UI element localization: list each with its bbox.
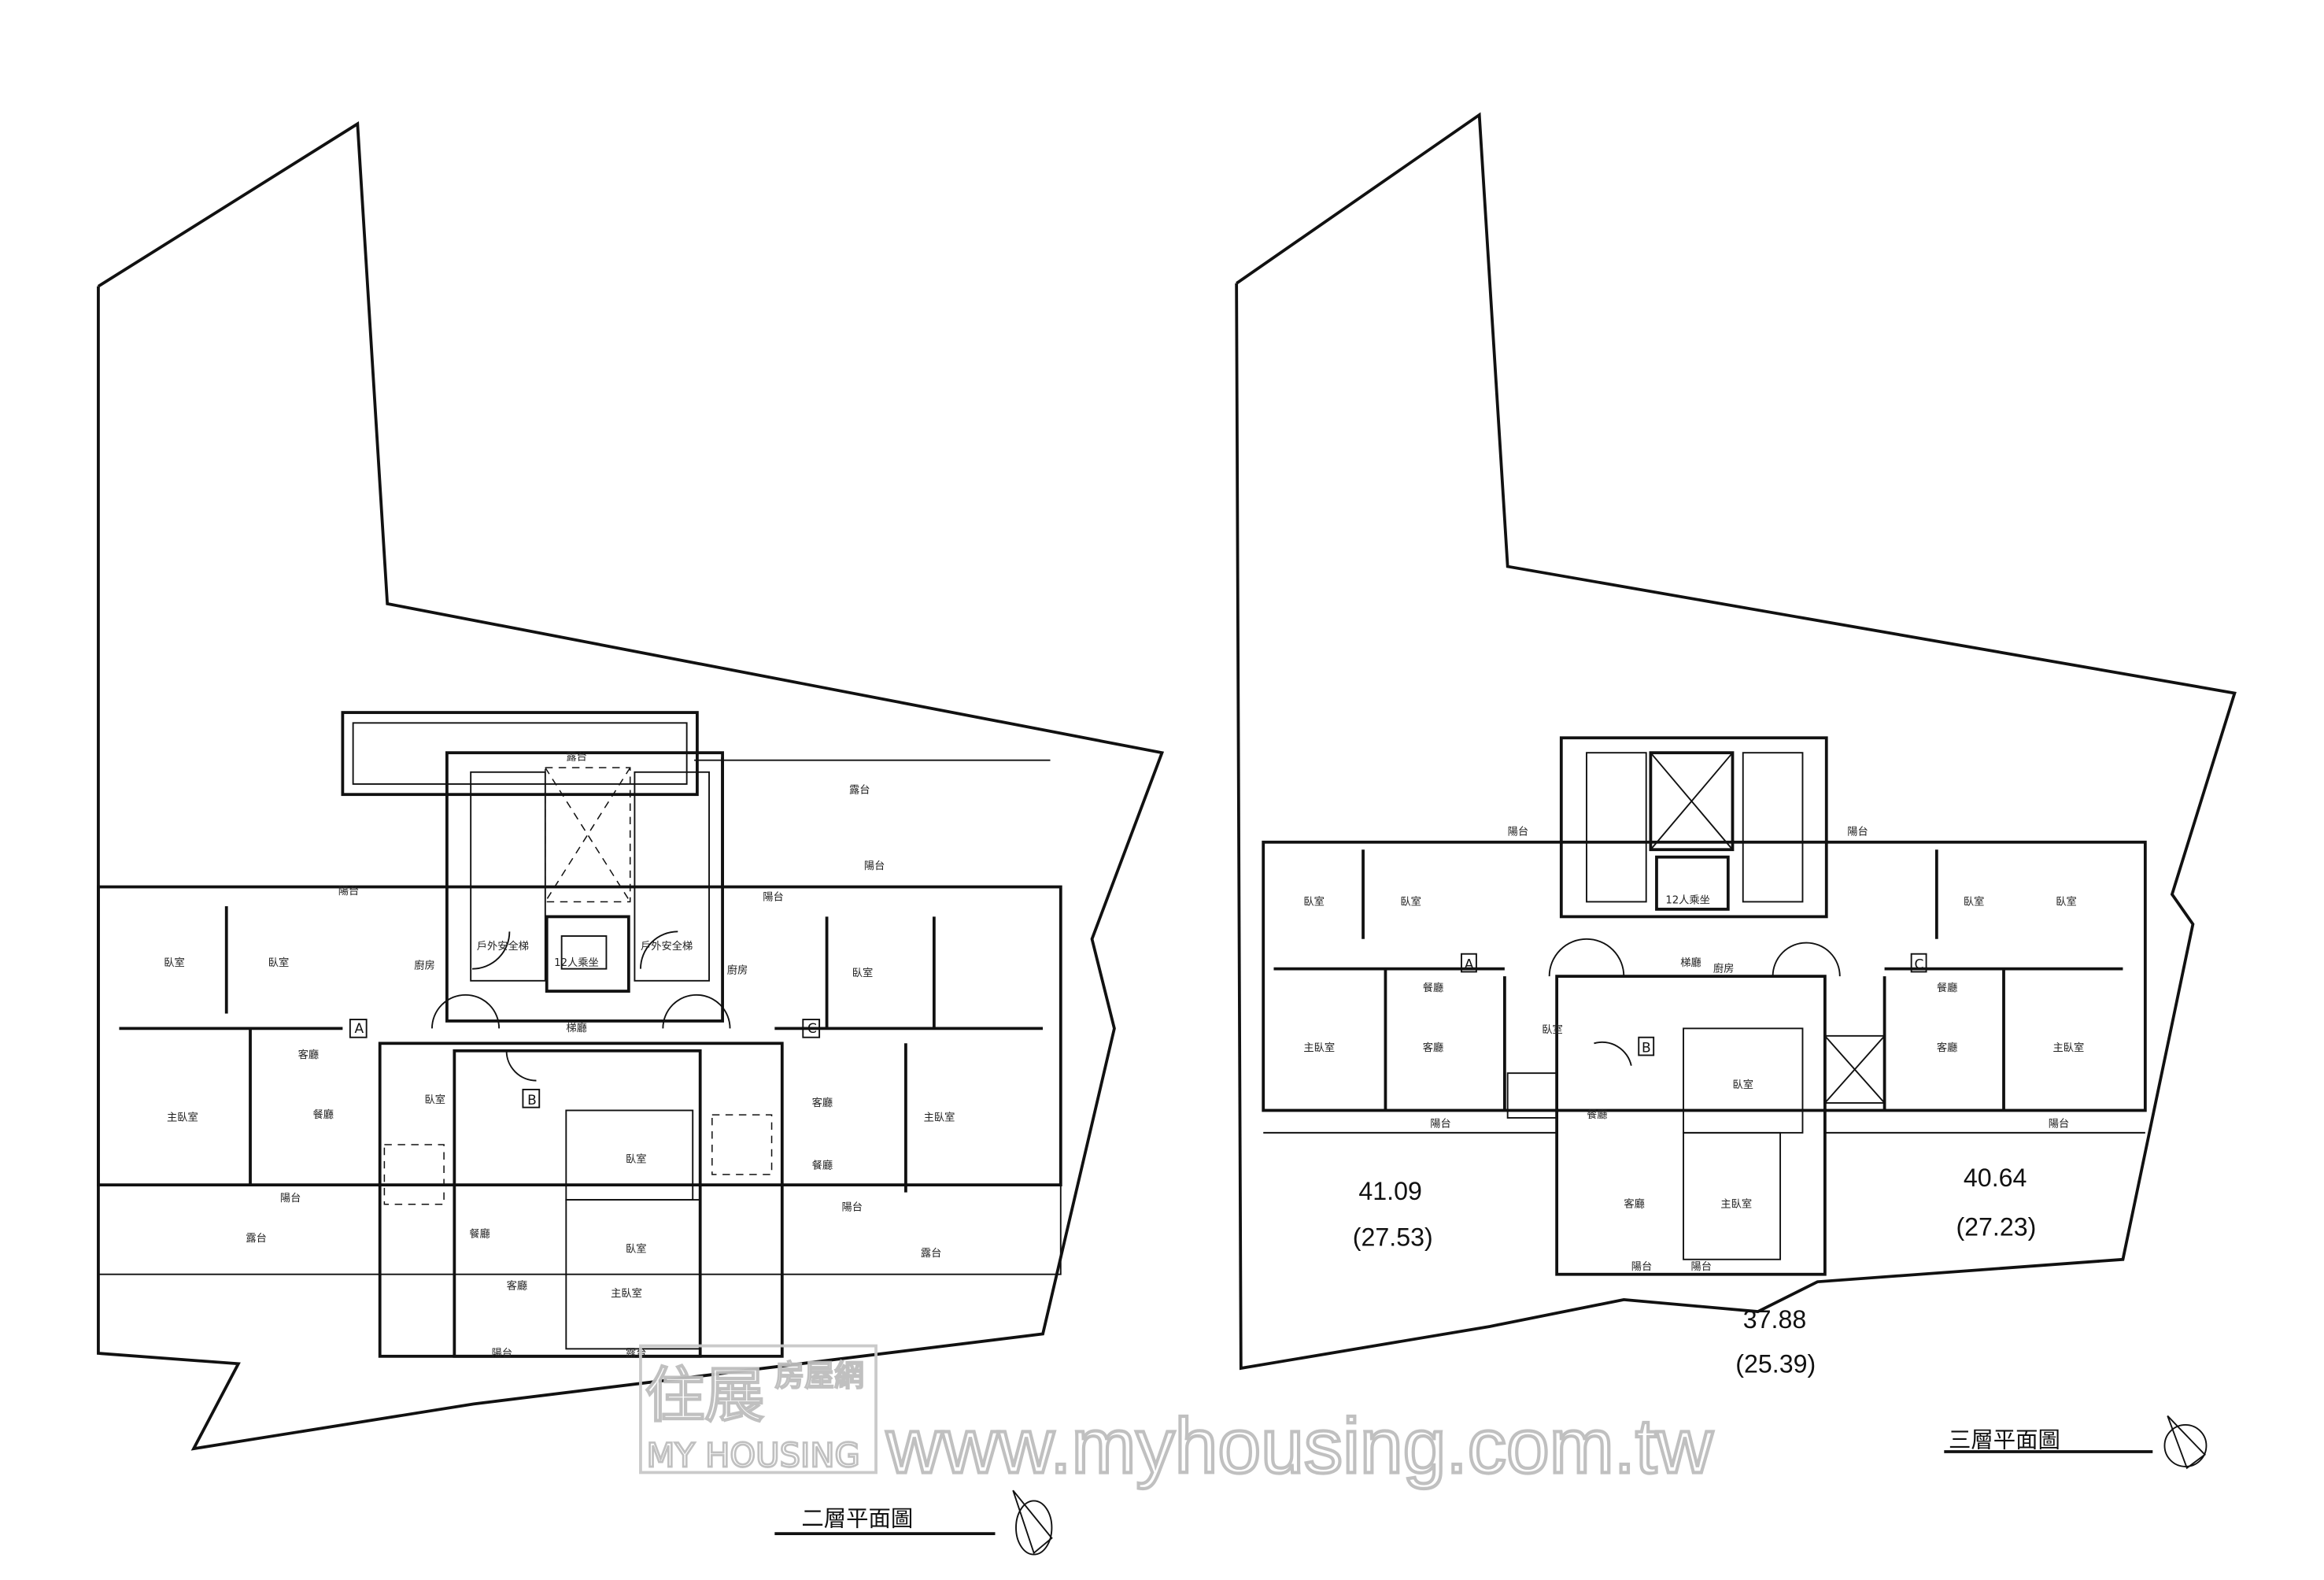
room-label: 露台 [626,1347,647,1360]
site-boundary-2f [97,121,1165,1451]
area-a-sub: (27.53) [1353,1223,1433,1252]
room-label: 臥室 [852,966,874,979]
room-label: 陽台 [338,885,360,897]
room-label: 陽台 [280,1192,301,1204]
room-label: 陽台 [1690,1260,1712,1273]
room-label: 餐廳 [1587,1108,1608,1121]
building-outline-3f [1262,736,2147,1276]
room-label: 客廳 [507,1279,528,1293]
plan-3f: A B C 12人乘坐 臥室 臥室 主臥室 客廳 餐廳 陽台 陽台 梯廳 臥室 … [1235,112,2237,1470]
area-b: 37.88 [1743,1305,1807,1334]
watermark-url: www.myhousing.com.tw [885,1402,1713,1489]
plan-title-2f: 二層平面圖 [801,1506,913,1532]
unit-label-a-2f: A [355,1021,364,1037]
room-label: 臥室 [1303,894,1325,908]
room-label: 陽台 [492,1347,513,1360]
room-label: 廚房 [414,959,435,972]
area-c: 40.64 [1964,1164,2027,1192]
room-label: 臥室 [1400,894,1421,908]
room-label: 廚房 [1713,961,1735,975]
watermark-brand-sub: 房屋網 [774,1359,864,1393]
room-label: 餐廳 [469,1227,490,1240]
unit-areas: 41.09 (27.53) 37.88 (25.39) 40.64 (27.23… [1353,1164,2037,1378]
room-label: 臥室 [2056,894,2077,908]
room-label: 主臥室 [1303,1041,1335,1054]
unit-label-b-3f: B [1642,1041,1651,1056]
room-label: 露台 [246,1232,267,1245]
room-label: 陽台 [763,891,784,904]
room-label: 廚房 [727,963,748,976]
room-label: 陽台 [2049,1117,2070,1130]
room-label: 陽台 [1508,825,1529,838]
room-label: 臥室 [164,956,185,969]
room-label: 露台 [566,751,587,764]
stair-label-2f: 戶外安全梯 [641,939,693,953]
room-label: 陽台 [1430,1117,1451,1130]
room-labels-3f: 臥室 臥室 主臥室 客廳 餐廳 陽台 陽台 梯廳 臥室 廚房 餐廳 客廳 臥室 … [1303,825,2084,1273]
area-b-sub: (25.39) [1735,1350,1816,1378]
room-label: 主臥室 [1720,1197,1752,1211]
room-label: 主臥室 [924,1111,955,1124]
room-label: 餐廳 [1937,981,1958,994]
room-label: 臥室 [626,1153,647,1166]
room-label: 梯廳 [1680,956,1701,969]
unit-label-c-3f: C [1914,957,1923,973]
plan-title-3f: 三層平面圖 [1949,1426,2060,1452]
room-label: 主臥室 [611,1286,642,1300]
room-label: 露台 [921,1247,942,1260]
room-label: 客廳 [812,1096,833,1109]
room-label: 臥室 [268,956,290,969]
room-label: 客廳 [1624,1197,1645,1211]
room-label: 客廳 [298,1048,320,1061]
north-arrow-icon [1012,1489,1053,1556]
unit-label-b-2f: B [527,1093,537,1108]
room-label: 臥室 [626,1241,647,1255]
stair-label-2f: 戶外安全梯 [477,939,529,953]
room-label: 客廳 [1937,1041,1958,1054]
watermark-brand-en: MY HOUSING [647,1436,860,1475]
room-label: 臥室 [1732,1078,1753,1091]
room-label: 餐廳 [313,1108,334,1121]
room-label: 餐廳 [812,1158,833,1171]
watermark-brand-cn: 住展 [645,1363,764,1430]
site-boundary-3f [1235,112,2237,1371]
room-label: 臥室 [1542,1023,1563,1036]
room-label: 主臥室 [167,1111,198,1124]
north-arrow-icon [2163,1415,2208,1470]
area-c-sub: (27.23) [1956,1212,2036,1241]
unit-label-c-2f: C [807,1021,817,1037]
room-label: 梯廳 [566,1021,587,1034]
room-label: 餐廳 [1423,981,1444,994]
room-label: 露台 [849,783,870,796]
room-label: 陽台 [864,860,885,872]
area-a: 41.09 [1358,1177,1422,1205]
room-label: 臥室 [424,1093,445,1106]
watermark: 住展 房屋網 MY HOUSING www.myhousing.com.tw [639,1344,1715,1491]
elevator-label-2f: 12人乘坐 [554,957,599,969]
room-label: 陽台 [1631,1260,1653,1273]
building-outline-2f [97,711,1062,1358]
plan-2f: A B C 12人乘坐 戶外安全梯 戶外安全梯 陽台 臥室 臥室 客廳 餐廳 主… [97,121,1165,1556]
room-label: 主臥室 [2052,1041,2084,1054]
room-label: 陽台 [1847,825,1868,838]
unit-label-a-3f: A [1465,957,1474,973]
room-labels-2f: 陽台 臥室 臥室 客廳 餐廳 主臥室 廚房 梯廳 臥室 臥室 廚房 臥室 客廳 … [164,751,955,1360]
room-label: 臥室 [1964,894,1985,908]
room-label: 陽台 [842,1201,863,1213]
elevator-label-3f: 12人乘坐 [1665,894,1710,906]
room-label: 客廳 [1423,1041,1444,1054]
